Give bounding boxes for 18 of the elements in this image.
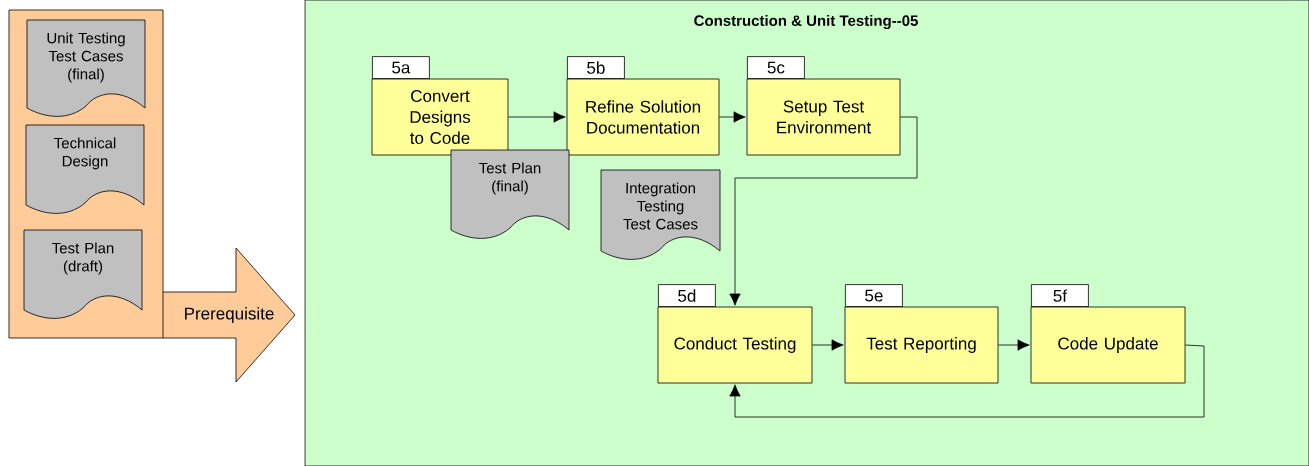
process-box: 5c Setup Test Environment [746,56,901,156]
node-label: 5b [587,61,605,74]
process-box: 5e Test Reporting [844,284,999,384]
node-label: 5d [678,289,696,302]
process-box: 5b Refine Solution Documentation [566,56,720,156]
process-box: 5d Conduct Testing [657,284,813,384]
node-label: 5e [865,289,883,302]
arrow [812,339,844,351]
node-label: 5c [767,61,785,74]
arrow [998,339,1030,351]
arrow [719,111,746,123]
arrow [729,344,1205,418]
process-box: 5a Convert Designs to Code [371,56,509,156]
arrow [729,116,918,306]
process-box: 5f Code Update [1030,284,1186,384]
node-label: 5f [1053,289,1068,302]
node-label: 5a [392,61,411,74]
arrow [508,111,566,123]
